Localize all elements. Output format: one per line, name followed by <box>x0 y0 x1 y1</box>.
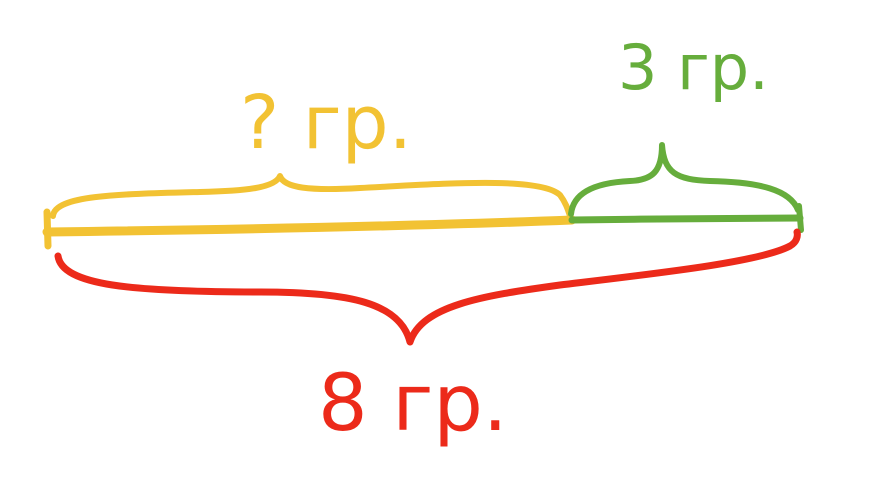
unknown-part-brace <box>50 173 573 219</box>
total-brace <box>54 228 801 346</box>
known-part-brace <box>568 142 801 217</box>
known-part-group: 3 гр. <box>568 31 804 233</box>
unknown-part-label: ? гр. <box>240 80 412 166</box>
known-part-label: 3 гр. <box>618 31 769 104</box>
total-label: 8 гр. <box>318 359 508 449</box>
unknown-part-segment <box>42 215 577 237</box>
unknown-part-left-tick <box>43 208 52 250</box>
unknown-part-group: ? гр. <box>42 80 577 250</box>
total-group: 8 гр. <box>54 228 801 449</box>
known-part-segment <box>568 214 804 224</box>
